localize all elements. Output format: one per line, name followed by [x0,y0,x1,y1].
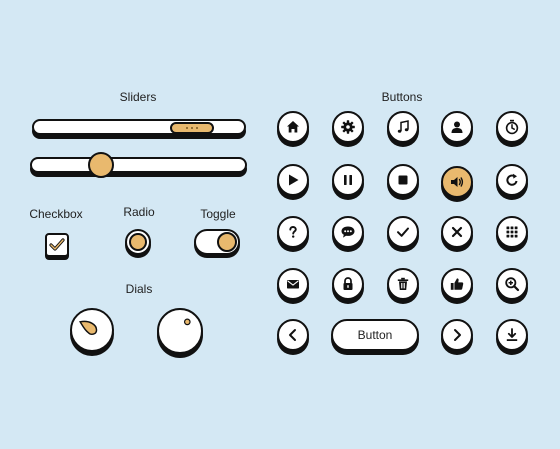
previous-button[interactable] [277,319,309,351]
toggle-knob [217,232,237,252]
dials-title: Dials [125,282,153,296]
range-slider-handle[interactable] [170,122,214,134]
delete-button[interactable] [387,268,419,300]
grip-dot-icon [196,127,198,129]
help-button[interactable] [277,216,309,248]
pause-button[interactable] [332,164,364,196]
download-icon [506,328,518,341]
refresh-button[interactable] [496,164,528,196]
dial-pointer-icon [79,320,98,335]
chevron-right-icon [454,329,461,341]
download-button[interactable] [496,319,528,351]
play-icon [289,174,299,186]
timer-icon [505,119,519,135]
primary-button-label: Button [357,328,393,342]
range-slider[interactable] [32,119,246,135]
chevron-left-icon [289,329,296,341]
grip-dot-icon [186,127,188,129]
sliders-title: Sliders [119,90,157,104]
music-button[interactable] [387,111,419,143]
refresh-icon [506,173,518,186]
mail-icon [287,280,299,289]
music-note-icon [397,120,409,133]
grip-dot-icon [191,127,193,129]
radio-dot [129,233,147,251]
close-icon [451,226,463,238]
stop-button[interactable] [387,164,419,196]
dial-right[interactable] [157,308,203,354]
volume-icon [451,177,464,187]
buttons-title: Buttons [381,90,423,104]
value-slider[interactable] [30,152,247,178]
value-slider-knob[interactable] [88,152,114,178]
chat-button[interactable] [332,216,364,248]
next-button[interactable] [441,319,473,351]
radio-title: Radio [123,205,155,219]
zoom-in-button[interactable] [496,268,528,300]
zoom-in-icon [505,277,520,292]
trash-icon [397,277,409,290]
thumbs-up-icon [450,278,464,290]
home-button[interactable] [277,111,309,143]
lock-button[interactable] [332,268,364,300]
grid-button[interactable] [496,216,528,248]
pause-icon [344,175,352,185]
timer-button[interactable] [496,111,528,143]
stop-icon [398,175,408,185]
toggle-title: Toggle [200,207,236,221]
volume-button[interactable] [441,166,473,198]
radio-button[interactable] [125,229,151,255]
like-button[interactable] [441,268,473,300]
play-button[interactable] [277,164,309,196]
user-icon [451,121,463,133]
dial-indicator-icon [183,318,191,326]
checkbox-title: Checkbox [29,207,83,221]
checkbox[interactable] [45,233,69,257]
mail-button[interactable] [277,268,309,300]
toggle-switch[interactable] [194,229,240,255]
gear-icon [341,120,355,134]
grid-icon [506,226,518,238]
check-button[interactable] [387,216,419,248]
close-button[interactable] [441,216,473,248]
check-icon [397,227,409,237]
user-button[interactable] [441,111,473,143]
help-icon [289,226,297,238]
home-icon [287,121,299,133]
dial-left[interactable] [70,308,114,352]
lock-icon [343,277,353,290]
chat-icon [341,226,355,238]
checkmark-icon [49,238,65,251]
settings-button[interactable] [332,111,364,143]
primary-button[interactable]: Button [331,319,419,351]
